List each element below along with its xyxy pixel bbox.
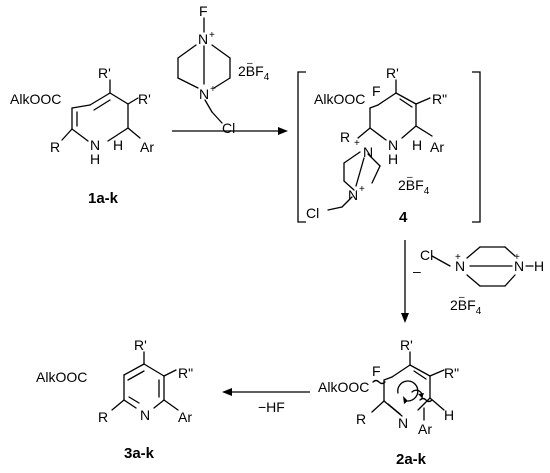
byproduct-bf4-f: F xyxy=(467,297,476,313)
arrow-1-to-4 xyxy=(172,127,288,135)
c4-r: R xyxy=(340,129,350,145)
c2-f: F xyxy=(372,363,381,379)
selectfluor-bf4-minus: – xyxy=(247,58,253,69)
c2-ar: Ar xyxy=(418,421,432,437)
c4-f: F xyxy=(372,83,381,99)
selectfluor-n-bottom: N xyxy=(199,86,209,102)
c2-alkooc: AlkOOC xyxy=(318,379,369,395)
arrow-4-to-2 xyxy=(401,240,409,323)
compound-2-structure xyxy=(371,351,445,421)
c2-r-double-prime: R" xyxy=(444,365,459,381)
c1-r: R xyxy=(50,139,60,155)
c1-r-prime-side: R' xyxy=(138,91,151,107)
compound-1-label: 1a-k xyxy=(88,190,119,207)
c4-dabco-n-bottom-plus: + xyxy=(359,184,365,195)
selectfluor-cl: Cl xyxy=(222,120,235,136)
dabco-byproduct-structure xyxy=(431,246,534,287)
dabco-byproduct-h: H xyxy=(534,258,544,274)
c2-r: R xyxy=(356,411,366,427)
selectfluor-bf4: 2BF4 xyxy=(238,63,270,83)
c4-bf4-minus: – xyxy=(407,172,413,183)
bf4-f: F xyxy=(255,63,264,79)
c3-r-prime: R' xyxy=(134,337,147,353)
dabco-byproduct-cl: Cl xyxy=(420,247,433,263)
dabco-byproduct-n-left-plus: + xyxy=(455,252,461,263)
c2-n: N xyxy=(398,415,408,431)
dabco-byproduct-n-left: N xyxy=(455,258,465,274)
c1-r-prime-top: R' xyxy=(98,65,111,81)
c4-nh-n: N xyxy=(388,137,398,153)
c4-cl: Cl xyxy=(306,205,319,221)
c1-h: H xyxy=(113,137,123,153)
selectfluor-f: F xyxy=(199,3,208,19)
dabco-byproduct-n-right-plus: + xyxy=(514,252,520,263)
dabco-byproduct-bf4-minus: – xyxy=(459,292,465,303)
bf4-sub: 4 xyxy=(264,72,270,83)
c1-nh-h: H xyxy=(90,151,100,167)
c4-dabco-n-bottom: N xyxy=(348,187,358,203)
c4-bf4-prefix: 2B xyxy=(398,177,415,193)
compound-1-structure xyxy=(61,79,141,142)
arrow-2-to-3 xyxy=(222,388,310,396)
c4-nh-h: H xyxy=(388,151,398,167)
c4-bf4-sub: 4 xyxy=(424,186,430,197)
intermediate-4-brackets xyxy=(297,71,481,223)
byproduct-bf4-sub: 4 xyxy=(476,306,482,317)
c4-r-prime: R' xyxy=(386,65,399,81)
c3-n: N xyxy=(140,407,150,423)
c4-bf4: 2BF4 xyxy=(398,177,430,197)
selectfluor-structure xyxy=(177,17,231,124)
selectfluor-n-top: N xyxy=(198,31,208,47)
selectfluor-n-bottom-plus: + xyxy=(210,84,216,95)
c4-h: H xyxy=(412,137,422,153)
c4-dabco-n-top-plus: + xyxy=(354,138,360,149)
c1-nh-n: N xyxy=(90,137,100,153)
arrow-4-to-2-minus: – xyxy=(413,263,421,279)
c4-r-double-prime: R" xyxy=(432,91,447,107)
dabco-byproduct-n-right: N xyxy=(514,258,524,274)
c3-r: R xyxy=(98,409,108,425)
compound-2-label: 2a-k xyxy=(396,451,427,468)
c1-ar: Ar xyxy=(140,139,154,155)
c4-bf4-f: F xyxy=(415,177,424,193)
c4-alkooc: AlkOOC xyxy=(314,91,365,107)
dabco-byproduct-bf4: 2BF4 xyxy=(450,297,482,317)
intermediate-4-structure xyxy=(327,79,433,211)
c3-ar: Ar xyxy=(178,409,192,425)
compound-3-label: 3a-k xyxy=(124,445,155,462)
selectfluor-n-top-plus: + xyxy=(209,30,215,41)
bf4-prefix: 2B xyxy=(238,63,255,79)
c2-h: H xyxy=(444,407,454,423)
c2-r-prime: R' xyxy=(400,337,413,353)
byproduct-bf4-prefix: 2B xyxy=(450,297,467,313)
c4-ar: Ar xyxy=(430,139,444,155)
c3-r-double-prime: R" xyxy=(178,365,193,381)
c3-alkooc: AlkOOC xyxy=(36,369,87,385)
hf-elimination: −HF xyxy=(258,399,285,415)
compound-4-label: 4 xyxy=(399,209,408,226)
c1-alkooc: AlkOOC xyxy=(10,91,61,107)
c4-dabco-n-top: N xyxy=(363,144,373,160)
compound-3-structure xyxy=(111,351,179,411)
